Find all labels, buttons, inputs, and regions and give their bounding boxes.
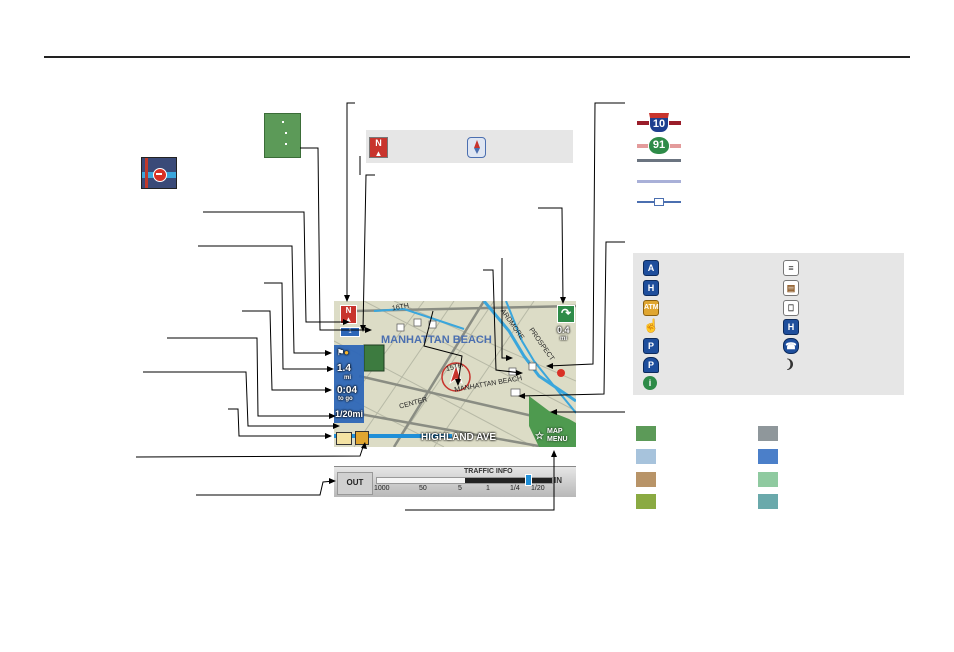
freeway-exit-icon: ☝	[643, 318, 660, 333]
compass-options-strip: N▲	[366, 130, 573, 163]
route-badge: 1	[340, 327, 360, 337]
map-menu-button[interactable]: ☆ MAP MENU	[535, 428, 568, 443]
traffic-zoom-bar[interactable]: OUT TRAFFIC INFO 1000 50 5 1 1/4 1/20 IN	[334, 466, 576, 497]
distance-unit: mi	[344, 375, 352, 381]
callout-line	[242, 310, 330, 391]
info-panel	[334, 345, 364, 423]
callout-line	[547, 102, 625, 367]
swatch-olive	[636, 494, 656, 509]
swatch-teal	[758, 494, 778, 509]
interstate-legend: 10	[637, 113, 681, 135]
callout-line	[264, 282, 332, 370]
traffic-incident-icon[interactable]	[355, 431, 369, 445]
message-icon[interactable]	[336, 432, 352, 445]
time-label: to go	[338, 396, 353, 402]
zoom-tick: 1000	[374, 485, 390, 492]
next-turn-unit: mi	[560, 336, 568, 342]
swatch-light-blue	[636, 449, 656, 464]
zoom-scale-track[interactable]	[376, 474, 553, 486]
header-rule	[44, 56, 910, 58]
honda-dealer-icon: H	[643, 280, 659, 296]
zoom-in-button[interactable]: IN	[554, 476, 562, 485]
gas-station-icon: ⎕	[783, 300, 799, 316]
callout-line	[203, 211, 348, 323]
parking-garage-icon: P	[643, 357, 659, 373]
hospital-icon: H	[783, 319, 799, 335]
current-street-name: HIGHLAND AVE	[421, 432, 496, 443]
zoom-tick: 50	[419, 485, 427, 492]
callout-line	[483, 269, 522, 374]
zoom-tick: 5	[458, 485, 462, 492]
zoom-out-button[interactable]: OUT	[337, 472, 373, 495]
phone-icon: ☎	[783, 338, 799, 354]
heading-up-compass-icon	[467, 137, 486, 158]
callout-line	[501, 258, 511, 359]
callout-line	[198, 245, 330, 354]
parking-lot-icon: P	[643, 338, 659, 354]
callout-line	[362, 174, 375, 331]
callout-line	[538, 207, 564, 303]
swatch-blue	[758, 449, 778, 464]
swatch-gray	[758, 426, 778, 441]
callout-line	[300, 147, 370, 331]
callout-line	[135, 443, 365, 458]
swatch-green	[636, 426, 656, 441]
information-icon: i	[643, 376, 657, 390]
callout-line	[423, 310, 463, 385]
destination-icon: ⚑●	[337, 348, 350, 357]
zoom-tick-labels: 1000 50 5 1 1/4 1/20	[374, 485, 559, 495]
atm-icon: ATM	[643, 300, 659, 316]
road-closure-icon	[141, 157, 177, 189]
main-road-legend	[637, 159, 681, 162]
acura-dealer-icon: A	[643, 260, 659, 276]
navigation-map-screen[interactable]: MANHATTAN BEACH 16TH ARDMORE PROSPECT 15…	[334, 301, 576, 447]
map-place-label: MANHATTAN BEACH	[381, 334, 492, 346]
lodging-icon: ▤	[783, 280, 799, 296]
distance-to-go: 1.4	[337, 363, 351, 374]
poi-legend-panel: A H ATM ☝ P P i ≡ ▤ ⎕ H ☎ ❩	[633, 253, 904, 395]
traffic-info-title: TRAFFIC INFO	[464, 468, 513, 475]
restaurant-icon: ❩	[784, 357, 796, 371]
north-up-icon: N▲	[369, 137, 388, 158]
zoom-tick: 1/4	[510, 485, 520, 492]
shopping-icon: ≡	[783, 260, 799, 276]
zoom-tick: 1/20	[531, 485, 545, 492]
swatch-tan	[636, 472, 656, 487]
next-turn-arrow: ↷	[557, 305, 575, 323]
callout-line	[228, 408, 330, 437]
local-road-legend	[637, 180, 681, 183]
callout-line	[196, 480, 335, 496]
callout-line	[346, 102, 355, 300]
time-to-go: 0:04	[337, 385, 358, 396]
state-route-legend: 91	[637, 135, 681, 157]
callout-line	[519, 241, 625, 397]
map-menu-icon: ☆	[535, 431, 544, 442]
north-up-button[interactable]: N▲	[340, 305, 357, 324]
callout-line	[405, 453, 555, 511]
map-canvas[interactable]	[334, 301, 576, 447]
parking-inset-green	[264, 113, 301, 158]
callout-line	[143, 371, 338, 427]
zoom-tick: 1	[486, 485, 490, 492]
ferry-legend	[637, 198, 681, 206]
swatch-mint	[758, 472, 778, 487]
map-scale[interactable]: 1/20mi	[335, 409, 364, 419]
callout-line	[167, 337, 334, 417]
next-turn-distance: 0.4	[557, 325, 570, 335]
